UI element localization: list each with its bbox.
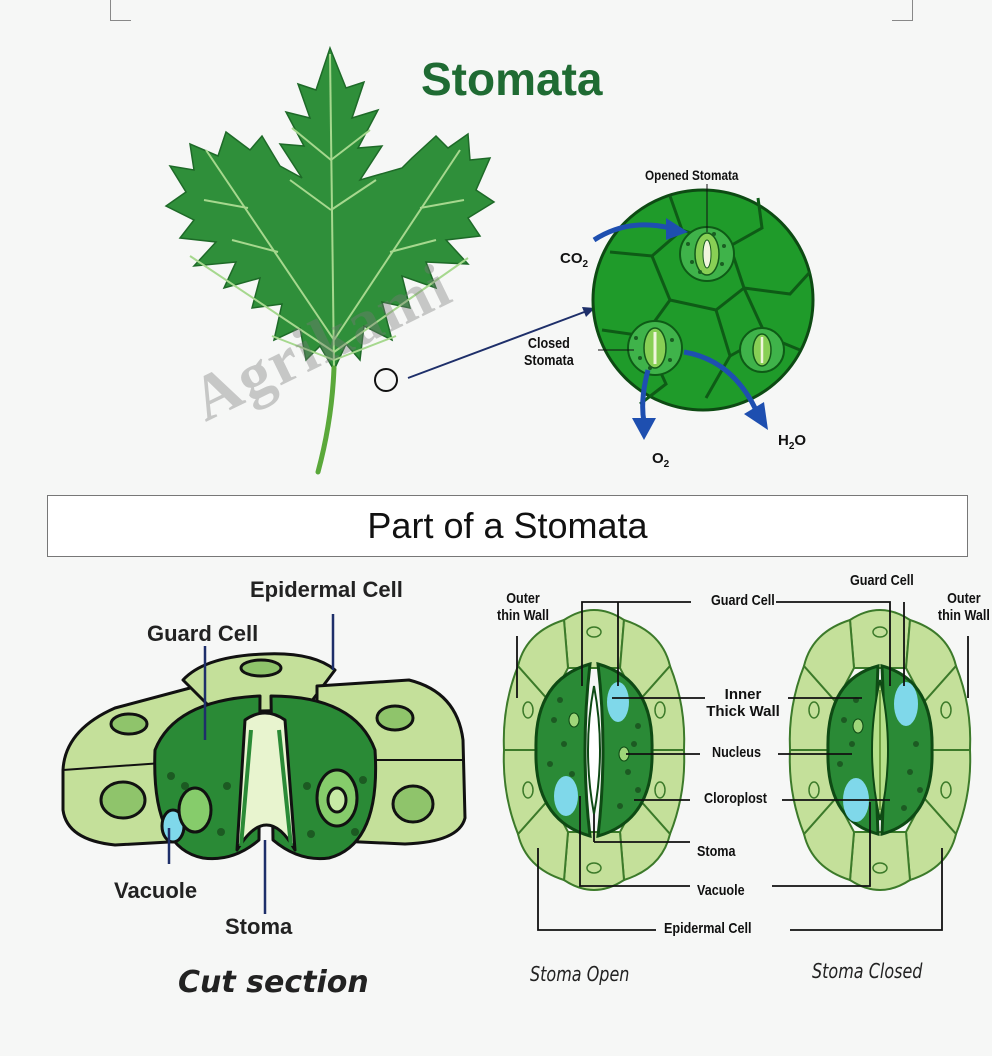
label-outer-wall-left: Outer thin Wall: [497, 590, 549, 624]
zoom-marker-circle: [374, 368, 398, 392]
h2o-text-o: O: [794, 432, 807, 449]
cut-section-diagram: [61, 614, 467, 914]
open-vacuole-top: [607, 682, 629, 722]
o2-arrowhead: [632, 418, 656, 440]
label-inner-wall-2: Thick Wall: [706, 703, 780, 720]
magnified-leaf-surface: [407, 184, 815, 440]
corner-mark-left: [110, 0, 131, 21]
label-inner-wall-1: Inner: [724, 686, 762, 703]
leaf-veins: [189, 53, 469, 369]
label-outer-wall-right: Outer thin Wall: [938, 590, 990, 624]
caption-stoma-closed: Stoma Closed: [812, 959, 923, 983]
closed-stomata-label-line2: Stomata: [524, 352, 574, 369]
h2o-subscript: 2: [788, 441, 795, 452]
cut-section-caption: Cut section: [178, 965, 369, 1000]
label-cloroplost: Cloroplost: [704, 790, 767, 807]
o2-text: O: [652, 450, 664, 467]
cell-surface-circle: [591, 188, 815, 412]
open-stoma-pore: [587, 685, 601, 815]
section-title: Part of a Stomata: [367, 505, 648, 546]
cut-label-epidermal-cell: Epidermal Cell: [250, 577, 403, 602]
open-stoma-cells: [502, 609, 686, 891]
opened-stomata-label: Opened Stomata: [645, 167, 739, 183]
co2-text: CO: [560, 250, 583, 267]
leader-guard-cell-center: [581, 601, 905, 686]
leader-vacuole: [579, 796, 871, 887]
closed-stomata-label-line1: Closed: [527, 335, 570, 352]
cut-label-stoma: Stoma: [225, 914, 293, 939]
zoom-connector-line: [407, 307, 596, 379]
corner-mark-right: [892, 0, 913, 21]
section-header-box: Part of a Stomata: [47, 495, 968, 557]
co2-label: CO2: [560, 250, 588, 270]
leader-epidermal: [537, 848, 943, 931]
closed-stomata-cell-2: [739, 327, 785, 373]
label-outer-wall-right-1: Outer: [947, 590, 981, 607]
label-outer-wall-left-2: thin Wall: [497, 607, 550, 624]
co2-arrow: [592, 222, 671, 243]
h2o-label: H2O: [778, 432, 806, 452]
cut-label-vacuole: Vacuole: [114, 878, 198, 903]
label-nucleus: Nucleus: [712, 744, 762, 761]
opened-stomata-cell: [679, 226, 735, 282]
page-title: Stomata: [421, 53, 603, 105]
o2-label: O2: [652, 450, 669, 470]
label-inner-wall: Inner Thick Wall: [700, 686, 786, 720]
caption-stoma-open: Stoma Open: [530, 962, 630, 986]
label-outer-wall-right-2: thin Wall: [937, 607, 990, 624]
leaf-petiole: [315, 365, 337, 475]
stoma-open-closed-diagram: [502, 601, 972, 931]
h2o-arrowhead: [744, 402, 768, 430]
h2o-arrow: [683, 349, 759, 412]
closed-stomata-label: Closed Stomata: [524, 335, 574, 369]
papaya-leaf: [164, 45, 496, 475]
closed-stoma-cells: [788, 609, 972, 891]
h2o-text-h: H: [778, 432, 789, 449]
o2-subscript: 2: [663, 459, 670, 470]
label-stoma: Stoma: [697, 843, 736, 860]
label-vacuole: Vacuole: [697, 882, 745, 899]
closed-stomata-cell: [627, 320, 683, 376]
co2-subscript: 2: [582, 259, 589, 270]
leader-stoma: [593, 814, 690, 843]
label-guard-cell-top: Guard Cell: [850, 572, 914, 589]
open-vacuole-bottom: [554, 776, 578, 816]
cut-label-guard-cell: Guard Cell: [147, 621, 259, 646]
label-outer-wall-left-1: Outer: [506, 590, 540, 607]
zoom-connector-arrowhead: [582, 307, 595, 317]
closed-vacuole-top: [894, 682, 918, 726]
co2-arrowhead: [666, 218, 688, 240]
label-epidermal-cell: Epidermal Cell: [664, 920, 752, 937]
label-guard-cell-center: Guard Cell: [711, 592, 775, 609]
